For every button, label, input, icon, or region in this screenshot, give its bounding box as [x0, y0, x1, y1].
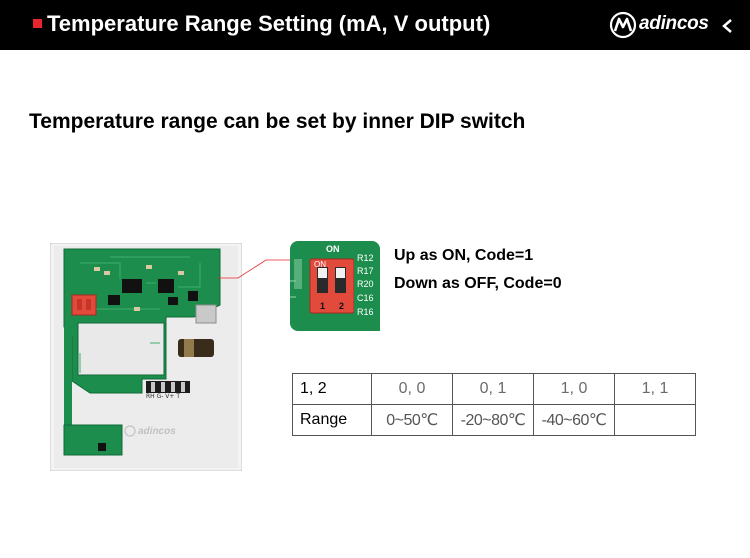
brand-arrow-icon — [722, 19, 732, 33]
dip-side-label-r16: R16 — [357, 307, 374, 317]
table-row: Range 0~50℃ -20~80℃ -40~60℃ — [292, 404, 696, 436]
dip-switch-photo: ON ON 1 2 R12 R17 R20 C16 R16 — [290, 241, 380, 331]
dip-on-label: ON — [314, 260, 326, 269]
note-on-code: Up as ON, Code=1 — [394, 247, 534, 264]
brand-m-icon — [609, 11, 637, 39]
table-header-cell: 1, 2 — [292, 373, 372, 405]
section-heading: Temperature range can be set by inner DI… — [29, 110, 526, 133]
range-cell — [614, 404, 696, 436]
range-cell: -20~80℃ — [452, 404, 534, 436]
device-photo: RH G- V+ T adincos — [49, 242, 243, 472]
table-row-label: Range — [292, 404, 372, 436]
brand-logo: adincos — [609, 10, 734, 40]
dip-side-label-r17: R17 — [357, 266, 374, 276]
note-off-code: Down as OFF, Code=0 — [394, 275, 562, 292]
range-cell: 0~50℃ — [371, 404, 453, 436]
device-brand-emboss: adincos — [138, 426, 176, 437]
brand-name: adincos — [639, 13, 709, 34]
dip-switch-number-1: 1 — [320, 301, 326, 311]
device-pin-labels: RH G- V+ T — [146, 393, 181, 400]
header-bar: Temperature Range Setting (mA, V output)… — [0, 0, 750, 50]
dip-side-label-r12: R12 — [357, 253, 374, 263]
code-cell: 0, 1 — [452, 373, 534, 405]
dip-side-label-c16: C16 — [357, 293, 374, 303]
code-cell: 1, 0 — [533, 373, 615, 405]
code-cell: 0, 0 — [371, 373, 453, 405]
table-row: 1, 2 0, 0 0, 1 1, 0 1, 1 — [292, 373, 696, 405]
range-cell: -40~60℃ — [533, 404, 615, 436]
dip-on-label-top: ON — [326, 244, 340, 254]
dip-side-label-r20: R20 — [357, 279, 374, 289]
page-title: Temperature Range Setting (mA, V output) — [47, 11, 491, 36]
header-bullet — [33, 19, 42, 28]
code-cell: 1, 1 — [614, 373, 696, 405]
range-code-table: 1, 2 0, 0 0, 1 1, 0 1, 1 Range 0~50℃ -20… — [292, 373, 696, 436]
dip-switch-number-2: 2 — [339, 301, 345, 311]
